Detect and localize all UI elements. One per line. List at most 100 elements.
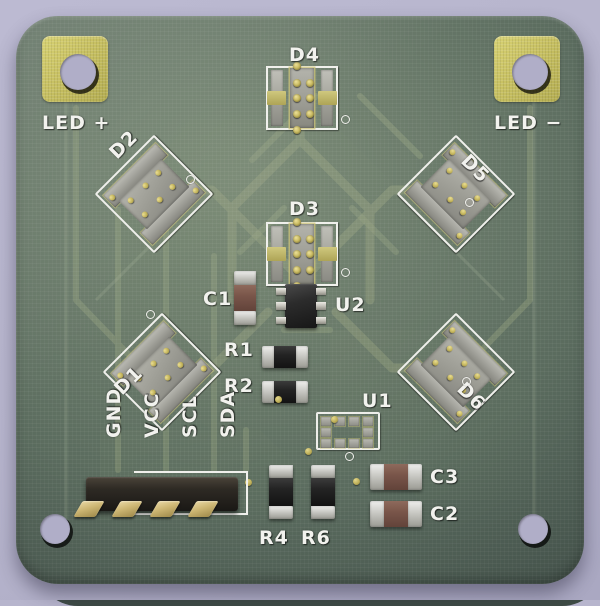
U1-pad — [363, 439, 373, 448]
R2-terminal-left — [262, 381, 274, 403]
via — [331, 416, 338, 423]
R1-resistive-film — [273, 346, 297, 368]
component-label-R2: R2 — [224, 375, 254, 397]
D4-polarity-dot — [341, 115, 350, 124]
component-R4[interactable] — [269, 465, 293, 519]
U2-lead — [316, 302, 326, 310]
C3-body — [370, 464, 422, 490]
R1-terminal-right — [296, 346, 308, 368]
D1-polarity-dot — [146, 310, 155, 319]
C2-body — [370, 501, 422, 527]
hole-top-right — [512, 54, 548, 90]
C3-terminal-right — [408, 464, 422, 490]
U2-lead — [316, 316, 326, 325]
D3-pin — [305, 250, 314, 259]
D4-pin — [293, 126, 302, 134]
header-label-vcc: VCC — [141, 392, 163, 438]
D5-polarity-dot — [465, 198, 474, 207]
U2-lead — [276, 302, 286, 310]
R4-resistive-film — [269, 477, 293, 507]
C2-terminal-right — [408, 501, 422, 527]
U2-lead — [276, 287, 286, 295]
component-D3[interactable] — [266, 218, 338, 290]
U1-pad — [349, 417, 359, 426]
header-label-gnd: GND — [103, 387, 125, 438]
via — [305, 448, 312, 455]
hole-bottom-left — [40, 514, 70, 544]
via — [275, 396, 282, 403]
component-C1[interactable] — [234, 271, 256, 325]
header-label-scl: SCL — [179, 395, 201, 438]
C2-terminal-left — [370, 501, 384, 527]
D2-polarity-dot — [186, 175, 195, 184]
D3-polarity-dot — [341, 268, 350, 277]
component-label-C1: C1 — [203, 288, 233, 310]
U1-pad — [363, 417, 373, 426]
component-R6[interactable] — [311, 465, 335, 519]
D4-wing-left — [267, 90, 287, 106]
R6-body — [311, 465, 335, 519]
U1-pin1-dot — [345, 452, 354, 461]
R6-terminal-bottom — [311, 506, 335, 519]
D4-pin — [305, 109, 314, 118]
C1-terminal-right — [234, 310, 256, 325]
component-C2[interactable] — [370, 501, 422, 527]
via — [353, 478, 360, 485]
component-label-R1: R1 — [224, 339, 254, 361]
D4-pin — [293, 94, 302, 103]
D4-pin — [293, 78, 302, 87]
U2-package — [285, 284, 317, 328]
C1-dielectric — [234, 285, 256, 311]
hole-top-left — [60, 54, 96, 90]
R2-body — [262, 381, 308, 403]
led-plus-label: LED + — [42, 112, 111, 134]
R1-terminal-left — [262, 346, 274, 368]
C2-dielectric — [383, 501, 409, 527]
component-label-U2: U2 — [335, 294, 366, 316]
R4-terminal-top — [269, 465, 293, 478]
header-label-sda: SDA — [217, 390, 239, 438]
D3-pin — [293, 234, 302, 243]
D4-pin — [293, 62, 302, 70]
D4-pin — [293, 109, 302, 118]
component-R2[interactable] — [262, 381, 308, 403]
R4-terminal-bottom — [269, 506, 293, 519]
D3-pin — [293, 265, 302, 274]
D4-pin — [305, 94, 314, 103]
pin-header[interactable] — [73, 471, 248, 517]
U1-pad — [363, 428, 373, 437]
D3-pin — [293, 250, 302, 259]
C1-body — [234, 271, 256, 325]
R6-terminal-top — [311, 465, 335, 478]
U1-pad — [321, 439, 331, 448]
component-label-D4: D4 — [289, 44, 320, 66]
component-label-R6: R6 — [301, 527, 331, 549]
component-U2[interactable] — [276, 284, 326, 328]
U1-pad — [321, 417, 331, 426]
D3-wing-right — [317, 246, 337, 262]
D3-wing-left — [267, 246, 287, 262]
component-label-D3: D3 — [289, 198, 320, 220]
D4-silkscreen — [266, 66, 338, 130]
component-label-C3: C3 — [430, 466, 460, 488]
U1-silkscreen — [316, 412, 380, 450]
led-minus-label: LED − — [494, 112, 563, 134]
C1-terminal-left — [234, 271, 256, 286]
U2-lead — [276, 316, 286, 325]
R2-terminal-right — [296, 381, 308, 403]
via — [245, 479, 252, 486]
R1-body — [262, 346, 308, 368]
D6-polarity-dot — [462, 377, 471, 386]
D4-wing-right — [317, 90, 337, 106]
D4-pin — [305, 78, 314, 87]
C3-dielectric — [383, 464, 409, 490]
U1-pad — [349, 439, 359, 448]
R4-body — [269, 465, 293, 519]
hole-bottom-right — [518, 514, 548, 544]
D3-pin — [305, 234, 314, 243]
component-C3[interactable] — [370, 464, 422, 490]
component-R1[interactable] — [262, 346, 308, 368]
component-U1[interactable] — [316, 412, 380, 450]
component-D4[interactable] — [266, 62, 338, 134]
